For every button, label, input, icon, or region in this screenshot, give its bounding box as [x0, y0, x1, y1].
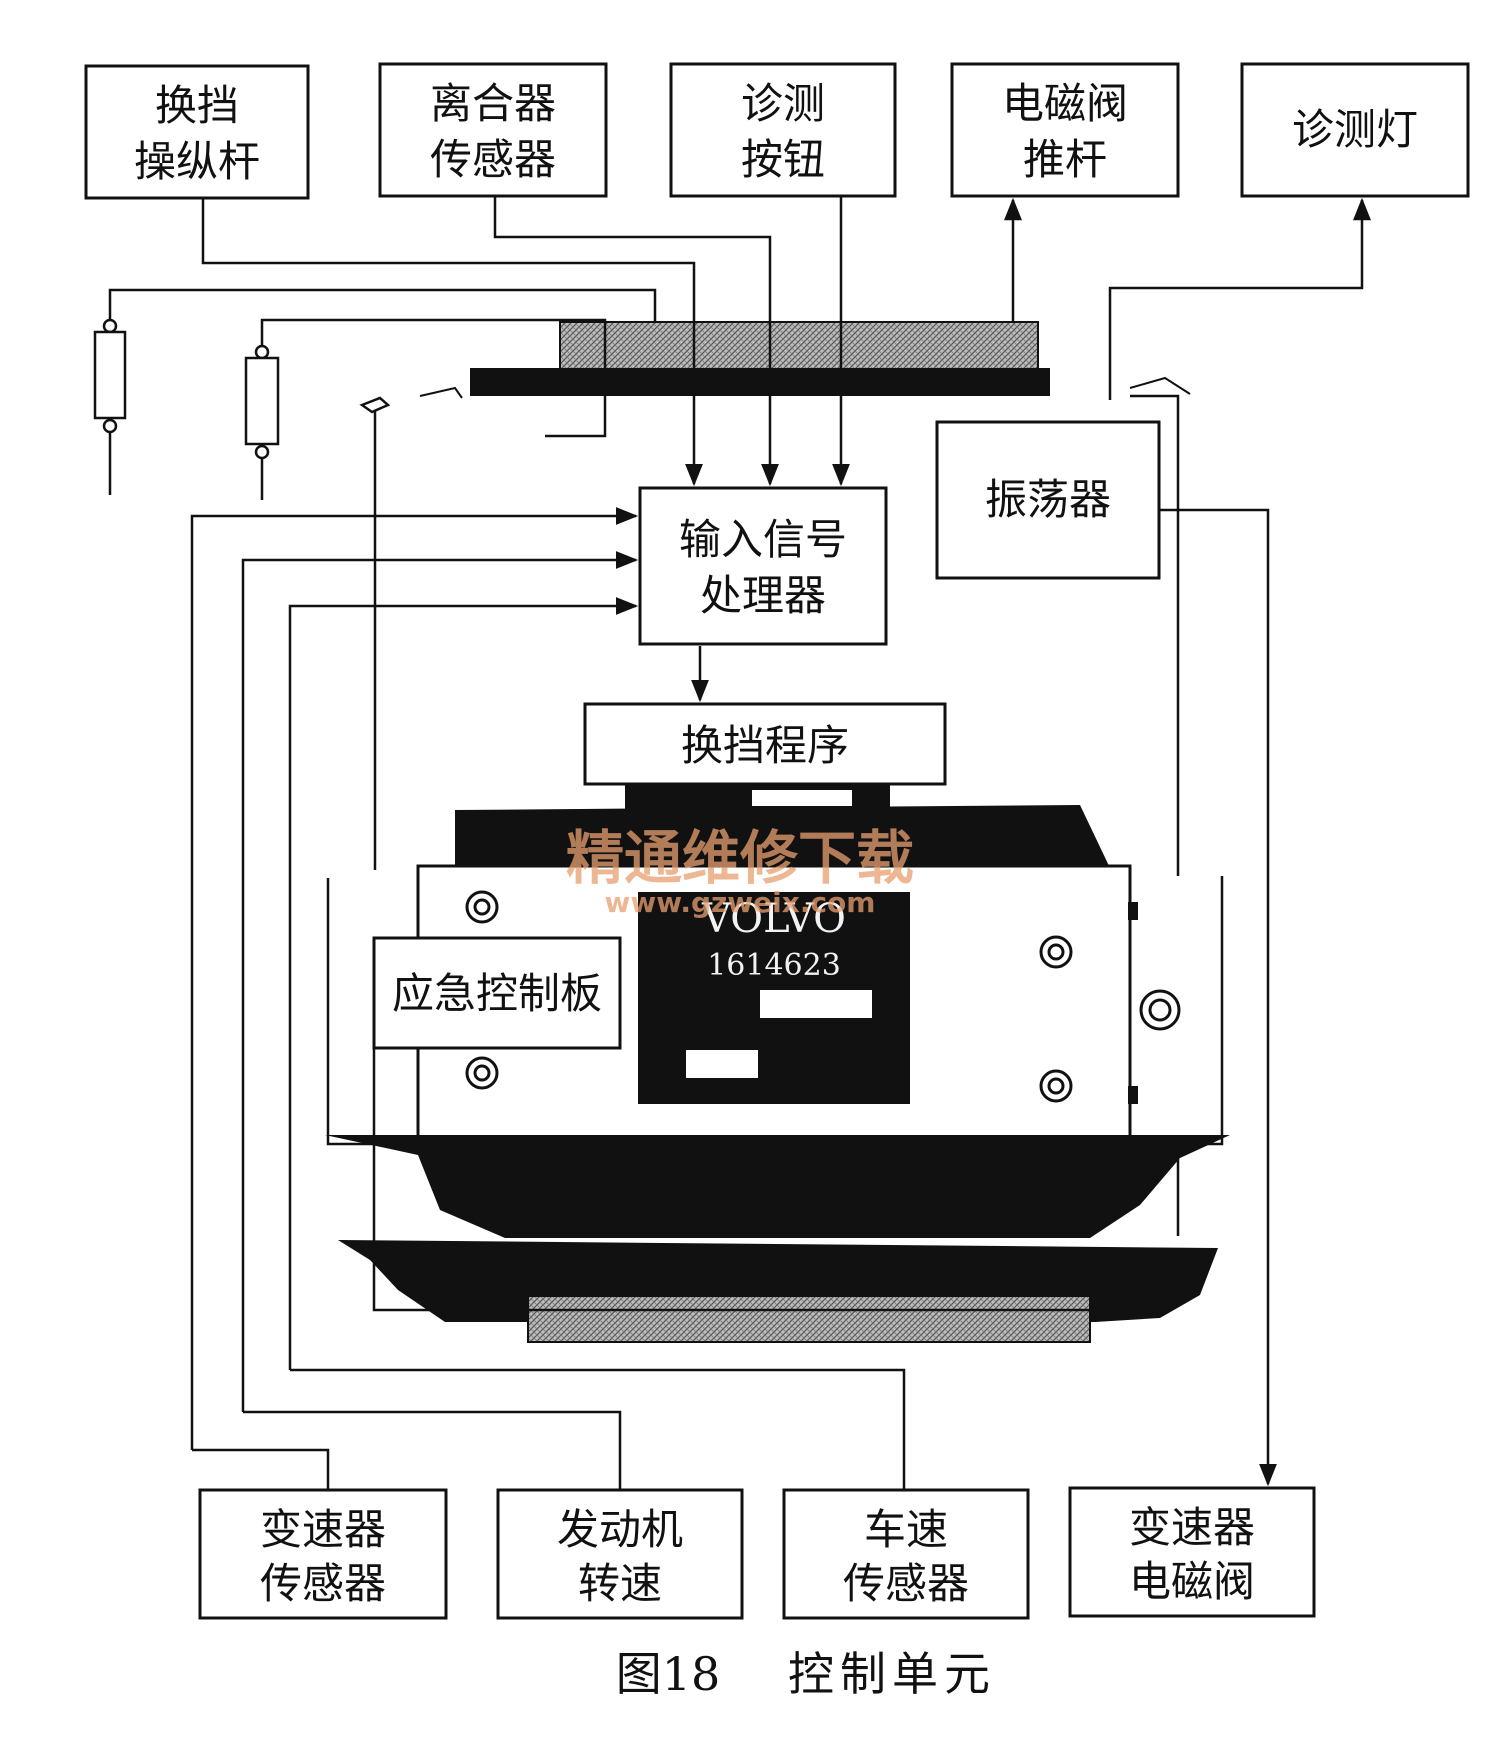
trans-solenoid-box: 变速器 电磁阀	[1068, 1486, 1316, 1618]
shift-lever-label-1: 换挡	[155, 81, 239, 130]
caption-title: 控制单元	[788, 1647, 996, 1701]
watermark-title: 精通维修下载	[566, 824, 914, 892]
vehicle-speed-label-1: 车速	[864, 1505, 948, 1554]
screws	[465, 890, 1181, 1103]
solenoid-pushrod-box: 电磁阀 推杆	[950, 62, 1180, 198]
engine-speed-box: 发动机 转速	[496, 1488, 744, 1620]
trans-solenoid-label-2: 电磁阀	[1129, 1557, 1255, 1606]
emergency-board-label: 应急控制板	[392, 969, 602, 1018]
trans-sensor-label-2: 传感器	[260, 1559, 386, 1608]
figure-caption: 图18 控制单元	[616, 1647, 996, 1701]
shift-program-box: 换挡程序	[583, 646, 947, 786]
top-connector	[419, 321, 1191, 399]
input-processor-label-1: 输入信号	[679, 515, 847, 564]
trans-solenoid-label-1: 变速器	[1129, 1503, 1255, 1552]
engine-speed-label-2: 转速	[578, 1559, 662, 1608]
oscillator-label: 振荡器	[985, 475, 1111, 524]
brand-label: VOLVO	[701, 896, 846, 942]
vehicle-speed-box: 车速 传感器	[782, 1488, 1030, 1620]
diag-button-label-2: 按钮	[741, 135, 825, 184]
input-processor-label-2: 处理器	[700, 571, 826, 620]
diag-lamp-label: 诊测灯	[1292, 105, 1418, 154]
wiring	[190, 394, 1277, 1490]
vehicle-speed-label-2: 传感器	[843, 1559, 969, 1608]
clutch-sensor-label-1: 离合器	[430, 79, 556, 128]
fuse-left	[93, 288, 657, 495]
input-processor-box: 输入信号 处理器	[638, 486, 888, 646]
trans-sensor-label-1: 变速器	[260, 1505, 386, 1554]
fuse-right	[244, 318, 607, 500]
shift-lever-label-2: 操纵杆	[134, 137, 260, 186]
caption-figure-number: 图18	[616, 1647, 721, 1701]
solenoid-pushrod-label-1: 电磁阀	[1002, 79, 1128, 128]
clutch-sensor-box: 离合器 传感器	[378, 62, 608, 198]
diag-button-box: 诊测 按钮	[669, 62, 897, 198]
shift-program-label: 换挡程序	[681, 721, 849, 770]
part-number-label: 1614623	[707, 948, 841, 983]
top-wires	[201, 196, 1371, 487]
emergency-board-box: 应急控制板	[372, 936, 622, 1050]
shift-lever-box: 换挡 操纵杆	[84, 64, 310, 200]
diag-button-label-1: 诊测	[741, 79, 825, 128]
watermark: 精通维修下载 www.gzweix.com	[566, 824, 914, 919]
solenoid-pushrod-label-2: 推杆	[1023, 135, 1107, 184]
watermark-url: www.gzweix.com	[605, 886, 876, 919]
oscillator-box: 振荡器	[935, 420, 1161, 580]
diag-lamp-box: 诊测灯	[1240, 62, 1470, 198]
clutch-sensor-label-2: 传感器	[430, 135, 556, 184]
trans-sensor-box: 变速器 传感器	[198, 1488, 448, 1620]
engine-speed-label-1: 发动机	[557, 1505, 683, 1554]
